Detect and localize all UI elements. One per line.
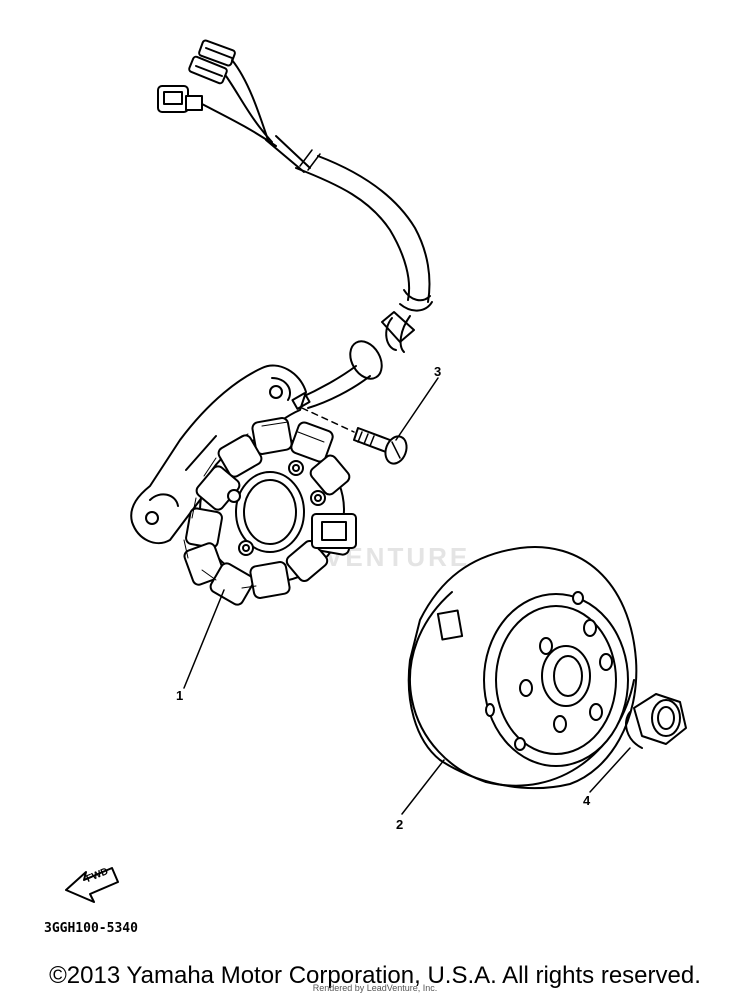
leader-lines (183, 377, 631, 815)
callout-stator: 1 (176, 688, 184, 703)
wire-harness-sleeve (295, 149, 433, 409)
callout-nut: 4 (583, 793, 591, 808)
wire-leads (201, 59, 311, 173)
coil-winding-lines (183, 421, 325, 589)
screw (301, 407, 408, 465)
flywheel-rotor (407, 546, 638, 790)
rotor-bolt-holes (485, 591, 613, 751)
diagram-code: 3GGH100-5340 (44, 921, 138, 936)
callout-flywheel-rotor: 2 (396, 817, 404, 832)
nut (625, 693, 687, 749)
rendered-by-notice: Rendered by LeadVenture, Inc. (312, 983, 438, 993)
fwd-arrow-icon (65, 867, 119, 903)
callout-screw: 3 (434, 364, 442, 379)
wire-connectors (157, 39, 236, 113)
stator-assembly (130, 364, 357, 606)
copyright-notice: ©2013 Yamaha Motor Corporation, U.S.A. A… (49, 962, 701, 989)
